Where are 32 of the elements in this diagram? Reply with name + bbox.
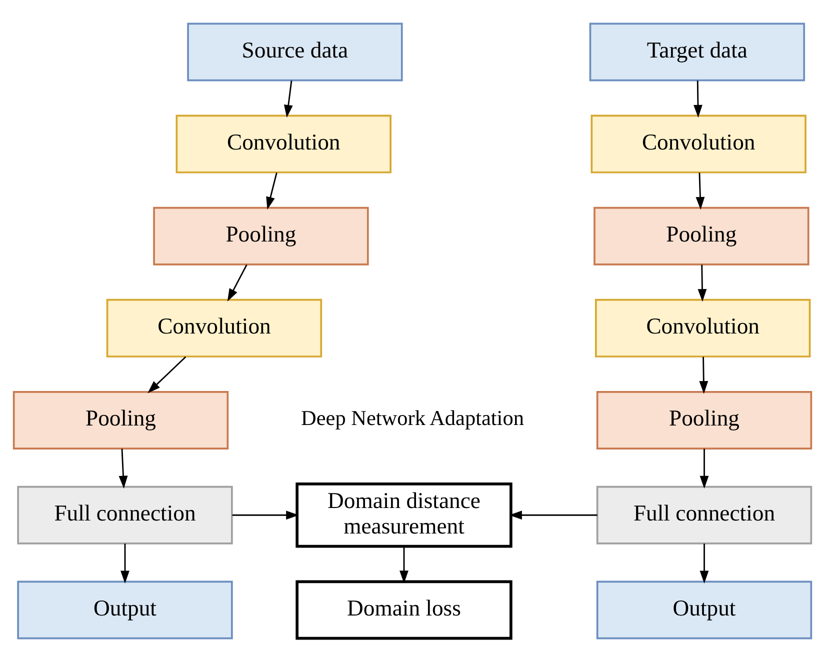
node-box: Output xyxy=(596,580,812,639)
node-box: Source data xyxy=(187,22,403,81)
node-box: Convolution xyxy=(106,298,322,357)
arrow xyxy=(148,356,186,393)
label: Deep Network Adaptation xyxy=(301,406,524,430)
node-box: Domain loss xyxy=(296,580,512,640)
arrow xyxy=(227,264,248,302)
arrow xyxy=(266,172,278,210)
node-box: Pooling xyxy=(596,390,812,449)
arrow xyxy=(232,510,299,520)
node-box: Domain distance measurement xyxy=(296,482,512,548)
arrow xyxy=(284,80,293,118)
node-box: Full connection xyxy=(17,485,233,544)
arrow xyxy=(698,264,707,302)
node-box: Convolution xyxy=(595,298,811,357)
arrow xyxy=(694,80,702,118)
node-box: Pooling xyxy=(153,206,369,265)
node-box: Convolution xyxy=(590,114,806,173)
arrow xyxy=(700,543,709,583)
arrow xyxy=(696,172,705,210)
node-box: Output xyxy=(17,580,233,639)
node-box: Full connection xyxy=(596,485,812,544)
node-box: Target data xyxy=(589,22,806,81)
arrow xyxy=(120,543,130,583)
arrow xyxy=(699,356,708,394)
arrow xyxy=(400,546,408,583)
arrow xyxy=(509,510,598,520)
arrow xyxy=(118,448,128,488)
node-box: Convolution xyxy=(176,114,392,173)
node-box: Pooling xyxy=(12,390,229,449)
node-box: Pooling xyxy=(594,206,810,265)
arrow xyxy=(700,448,709,488)
